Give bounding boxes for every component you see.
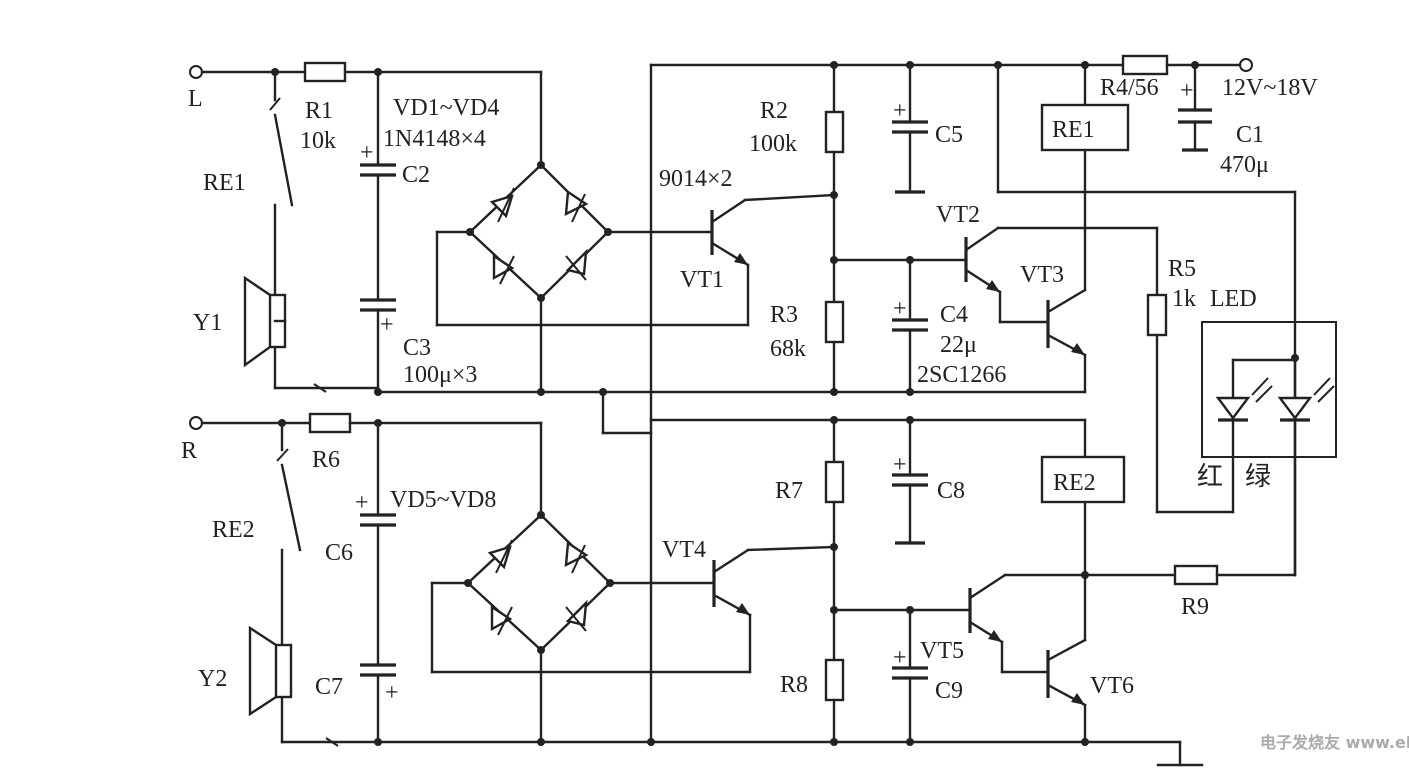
resistor-R8 xyxy=(824,658,845,702)
label-VT4: VT4 xyxy=(662,537,706,563)
label-VT3: VT3 xyxy=(1020,262,1064,288)
label-VT5: VT5 xyxy=(920,638,964,664)
label-Y2: Y2 xyxy=(198,666,227,692)
ground-mark xyxy=(313,383,327,393)
led-module xyxy=(1201,321,1337,577)
label-C4: C4 xyxy=(940,302,968,328)
label-R5: R5 xyxy=(1168,256,1196,282)
capacitor-C8 xyxy=(892,416,928,545)
plus-C6: + xyxy=(355,490,369,516)
bridge-rectifier-VD1-VD4 xyxy=(466,161,612,302)
label-R3-value: 68k xyxy=(770,336,806,362)
relay-contact-mark xyxy=(269,97,281,111)
label-supply: 12V~18V xyxy=(1222,75,1318,101)
transistor-VT5 xyxy=(968,573,1177,674)
right-channel-input xyxy=(189,412,1182,747)
label-R6: R6 xyxy=(312,447,340,473)
label-R9: R9 xyxy=(1181,594,1209,620)
relay-coil-RE2 xyxy=(1040,455,1126,504)
label-C4-value: 22μ xyxy=(940,332,977,358)
capacitor-C9 xyxy=(892,608,928,744)
plus-C8: + xyxy=(893,452,907,478)
label-red: 红 xyxy=(1197,462,1223,492)
label-VD-type: 1N4148×4 xyxy=(383,126,486,152)
label-C6: C6 xyxy=(325,540,353,566)
bridge-rectifier-VD5-VD8 xyxy=(464,511,614,654)
label-R2: R2 xyxy=(760,98,788,124)
plus-C2: + xyxy=(360,140,374,166)
label-R1: R1 xyxy=(305,98,333,124)
label-VT23-type: 2SC1266 xyxy=(917,362,1006,388)
supply-terminal xyxy=(1239,58,1253,72)
plus-C1: + xyxy=(1180,78,1194,104)
label-C1: C1 xyxy=(1236,122,1264,148)
label-R5-value: 1k xyxy=(1172,286,1196,312)
plus-C3: + xyxy=(380,312,394,338)
relay-switch-RE1 xyxy=(273,113,294,207)
label-C8: C8 xyxy=(937,478,965,504)
label-VT1: VT1 xyxy=(680,267,724,293)
resistor-R9 xyxy=(1173,564,1219,586)
label-green: 绿 xyxy=(1245,462,1271,492)
plus-C9: + xyxy=(893,645,907,671)
label-VD5-VD8: VD5~VD8 xyxy=(390,487,496,513)
plus-C4: + xyxy=(893,296,907,322)
transistor-VT2 xyxy=(964,226,1159,324)
label-C1-value: 470μ xyxy=(1220,152,1269,178)
terminal-R xyxy=(189,416,203,430)
label-R: R xyxy=(181,438,197,464)
speaker-Y1 xyxy=(243,275,287,368)
resistor-R5 xyxy=(1146,293,1168,337)
led-green xyxy=(1277,396,1313,420)
label-C7: C7 xyxy=(315,674,343,700)
label-C3: C3 xyxy=(403,335,431,361)
label-C9: C9 xyxy=(935,678,963,704)
label-R3: R3 xyxy=(770,302,798,328)
capacitor-C4 xyxy=(892,258,928,396)
label-transistor-type: 9014×2 xyxy=(659,166,733,192)
transistor-VT1 xyxy=(710,193,836,267)
led-red xyxy=(1215,396,1251,420)
label-C2: C2 xyxy=(402,162,430,188)
label-VT6: VT6 xyxy=(1090,673,1134,699)
label-VT2: VT2 xyxy=(936,202,980,228)
transistor-VT6 xyxy=(1046,498,1089,744)
label-C3-value: 100μ×3 xyxy=(403,362,477,388)
label-R1-value: 10k xyxy=(300,128,336,154)
relay-coil-RE1 xyxy=(1040,103,1130,152)
plus-C7: + xyxy=(385,680,399,706)
capacitor-C1 xyxy=(1178,63,1212,152)
ground-symbol xyxy=(1156,740,1204,767)
resistor-R4 xyxy=(1121,54,1169,76)
resistor-R3 xyxy=(824,300,845,344)
resistor-R6 xyxy=(308,412,352,434)
label-R2-value: 100k xyxy=(749,131,797,157)
label-R8: R8 xyxy=(780,672,808,698)
label-C5: C5 xyxy=(935,122,963,148)
capacitor-C5 xyxy=(892,63,928,194)
speaker-Y2 xyxy=(248,625,293,717)
transistor-VT4 xyxy=(712,545,836,617)
label-RE1-switch: RE1 xyxy=(203,170,246,196)
transistor-VT3 xyxy=(1046,148,1087,394)
label-Y1: Y1 xyxy=(193,310,222,336)
resistor-R1 xyxy=(303,61,347,83)
label-R7: R7 xyxy=(775,478,803,504)
label-VD1-VD4: VD1~VD4 xyxy=(393,95,499,121)
resistor-R2 xyxy=(824,110,845,154)
label-R4: R4/56 xyxy=(1100,75,1159,101)
label-RE2-switch: RE2 xyxy=(212,517,255,543)
label-RE1-coil: RE1 xyxy=(1052,117,1095,143)
relay-switch-RE2 xyxy=(280,463,302,552)
label-LED: LED xyxy=(1210,286,1257,312)
plus-C5: + xyxy=(893,98,907,124)
label-RE2-coil: RE2 xyxy=(1053,470,1096,496)
resistor-R7 xyxy=(824,460,845,504)
terminal-L xyxy=(189,65,203,79)
watermark: 电子发烧友 www.elecfans.com xyxy=(1260,733,1409,752)
left-channel-input xyxy=(189,61,1087,396)
label-L: L xyxy=(188,86,203,112)
